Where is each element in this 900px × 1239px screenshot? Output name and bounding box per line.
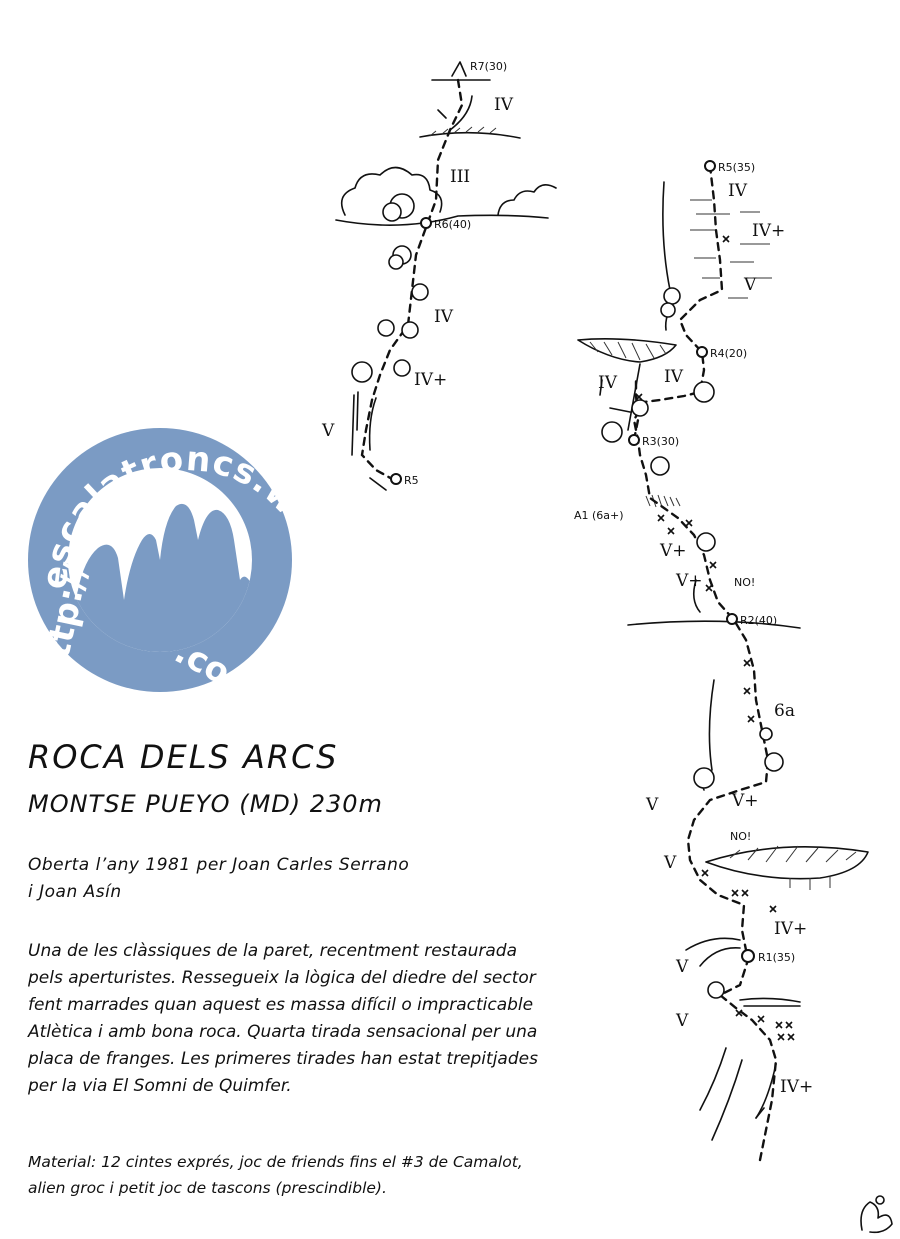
grade-6a: 6a	[774, 701, 795, 721]
belay-r4-marker	[696, 346, 708, 358]
grade-iv-r5: IV	[728, 181, 748, 201]
description-line: Una de les clàssiques de la paret, recen…	[28, 941, 518, 961]
logo-mountain-icon	[68, 503, 252, 652]
bush-icons-left	[351, 193, 429, 383]
belay-r5-right-marker	[704, 160, 716, 172]
route-line-main	[632, 164, 778, 1162]
belay-r4-label: R4(20)	[710, 347, 747, 360]
description-line: pels aperturistes. Ressegueix la lògica …	[28, 968, 536, 988]
description-line: per la via El Somni de Quimfer.	[28, 1076, 292, 1096]
belay-r5-left-marker	[390, 473, 402, 485]
belay-r5-left-label: R5	[404, 474, 419, 487]
opened-by-text: Oberta l’any 1981 per Joan Carles Serran…	[28, 852, 608, 906]
material-list: Material: 12 cintes exprés, joc de frien…	[28, 1149, 608, 1201]
route-line-upper-left	[360, 78, 464, 482]
grade-v-r4: V	[743, 275, 757, 295]
grade-iii: III	[450, 167, 470, 187]
material-line: alien groc i petit joc de tascons (presc…	[28, 1179, 387, 1197]
grade-ivplus-r1: IV+	[774, 919, 807, 939]
bush-icons-main	[601, 287, 784, 999]
grade-ivplus-left: IV+	[414, 370, 447, 390]
grade-v-left-pitch: V	[321, 421, 335, 441]
belay-r3-label: R3(30)	[642, 435, 679, 448]
description-line: Atlètica i amb bona roca. Quarta tirada …	[28, 1022, 538, 1042]
grade-iv-top: IV	[494, 95, 514, 115]
belay-r3-marker	[628, 434, 640, 446]
material-line: Material: 12 cintes exprés, joc de frien…	[28, 1153, 523, 1171]
upper-left-branch: R7(30) R6(40) R5 IV III IV IV+ V	[321, 60, 557, 491]
grade-no-1: NO!	[734, 576, 755, 589]
grade-v-bottom-2: V	[675, 957, 689, 977]
belay-r7-label: R7(30)	[470, 60, 507, 73]
belay-r5-right-label: R5(35)	[718, 161, 755, 174]
grade-no-2: NO!	[730, 830, 751, 843]
grade-iv-r3: IV	[598, 373, 618, 393]
route-description: Una de les clàssiques de la paret, recen…	[28, 938, 608, 1100]
belay-r2-label: R2(40)	[740, 614, 777, 627]
belay-r6-label: R6(40)	[434, 218, 471, 231]
belay-r1-marker	[741, 949, 755, 963]
belay-r1-label: R1(35)	[758, 951, 795, 964]
escalatroncs-logo: escalatroncs.wordpress http:// .com	[0, 0, 306, 710]
route-subtitle: MONTSE PUEYO (MD) 230m	[28, 790, 383, 818]
grade-vplus-1: V+	[731, 791, 759, 811]
grade-ivplus-r5: IV+	[752, 221, 785, 241]
opened-line: Oberta l’any 1981 per Joan Carles Serran…	[28, 855, 410, 875]
grade-vplus-3: V+	[659, 541, 687, 561]
opened-line: i Joan Asín	[28, 882, 122, 902]
page-title: ROCA DELS ARCS	[28, 738, 339, 776]
grade-v-bottom-1: V	[675, 1011, 689, 1031]
description-line: fent marrades quan aquest es massa difíc…	[28, 995, 534, 1015]
bolt-markers	[635, 235, 795, 1041]
grade-iv-r3-right: IV	[664, 367, 684, 387]
artist-signature-icon	[860, 1195, 893, 1234]
grade-v-left: V	[645, 795, 659, 815]
description-line: placa de franges. Les primeres tirades h…	[28, 1049, 538, 1069]
grade-vplus-2: V+	[675, 571, 703, 591]
grade-ivplus-bottom: IV+	[780, 1077, 813, 1097]
belay-r2-marker	[726, 613, 738, 625]
grade-v-mid: V	[663, 853, 677, 873]
belay-r6-marker	[420, 217, 432, 229]
grade-a1: A1 (6a+)	[574, 509, 624, 522]
grade-iv-left: IV	[434, 307, 454, 327]
main-route: R5(35) R4(20) R3(30) R2(40) R1(35) IV IV…	[574, 160, 869, 1162]
